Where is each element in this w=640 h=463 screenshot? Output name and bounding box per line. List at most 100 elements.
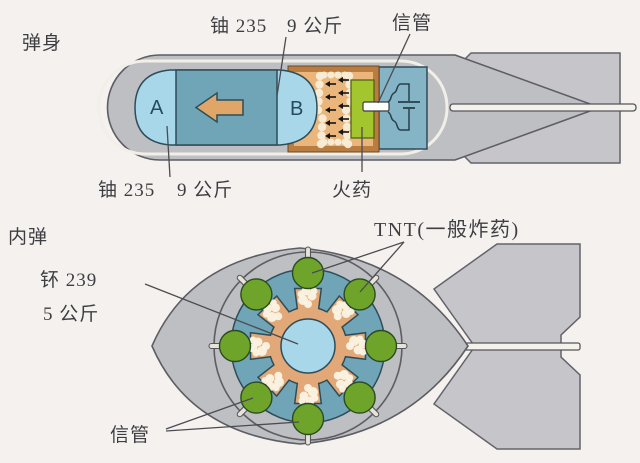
pointer-fuze-top [377,33,411,104]
texture-blob [333,312,342,321]
pointer-tnt-1 [311,241,405,274]
texture-blob [346,342,354,350]
piece-a-letter: A [150,97,164,119]
pointer-u235-bottom [166,125,171,178]
texture-blob [341,138,349,146]
texture-blob [315,80,324,89]
pressure-arrow [325,120,336,126]
pressure-arrow [325,94,336,100]
detonator-ball [291,256,325,290]
texture-blob [262,342,270,350]
circuit-coil-top [387,83,410,103]
circuit-coil-bottom [387,109,410,131]
texture-blob [336,300,344,308]
texture-blob [343,131,352,140]
label-pu239: 钚 239 [40,269,97,291]
texture-blob [334,71,342,79]
arm-texture [298,384,319,406]
pressure-arrow [338,116,349,122]
texture-blob [342,122,352,132]
texture-blob [318,114,327,123]
texture-blob [261,377,269,385]
arm-texture [346,335,368,356]
pressure-arrow [325,133,336,139]
texture-blob [341,105,351,115]
pointer-pu239-core [144,283,299,345]
piece-b-letter: B [290,98,303,120]
gun-fuze-circuit [387,83,420,131]
pointer-u235-top [276,36,287,97]
implosion-core [280,318,336,374]
arm-texture [331,300,355,321]
texture-blob [347,307,355,315]
gun-pressure-arrows [325,77,349,139]
detonator-ball [240,381,273,414]
texture-blob [272,384,280,392]
label-u235-top: 铀 235 [210,15,267,37]
pressure-arrow [338,90,349,96]
label-powder: 火药 [332,179,372,201]
detonator-ball [364,329,398,363]
texture-blob [304,384,312,392]
pressure-arrow [338,103,349,109]
implosion-detonators [208,246,408,446]
label-fuze-bottom: 信管 [110,424,150,446]
texture-blob [297,290,305,298]
detonator-ball [343,381,376,414]
implosion-type-diagram: 内弹 钚 239 5 公斤 TNT(一般炸药) 信管 [8,218,581,450]
label-mass-bottom: 9 公斤 [177,179,233,201]
texture-blob [327,138,335,146]
arm-texture [333,369,354,393]
gun-barrel-section [175,69,278,146]
texture-blob [252,349,260,357]
implosion-lens-texture [248,286,368,406]
gun-type-diagram: A B 弹身 铀 235 9 公斤 信管 铀 235 9 公斤 火药 [22,12,637,201]
detonator-ball [240,278,273,311]
detonator-ball [343,278,376,311]
label-tnt: TNT(一般炸药) [374,218,520,241]
label-mass-top: 9 公斤 [287,15,343,37]
texture-blob [249,336,257,344]
texture-blob [359,348,367,356]
texture-blob [269,299,277,307]
gun-detonator-plug [362,101,390,112]
pointer-fuze-bottom-1 [165,397,254,430]
texture-blob [356,335,364,343]
gun-inner-liner [97,59,449,156]
label-bomb-frame: 弹身 [22,32,62,54]
texture-blob [310,287,318,295]
pointer-tnt-2 [359,241,405,293]
texture-blob [311,394,319,402]
texture-blob [334,138,342,146]
texture-blob [317,122,327,132]
texture-blob [333,371,342,380]
label-pu-mass: 5 公斤 [43,303,99,325]
texture-blob [341,71,349,79]
texture-blob [317,131,326,140]
pressure-arrow [325,107,336,113]
pressure-arrow [338,129,349,135]
pointer-fuze-bottom-2 [165,421,300,432]
texture-blob [274,312,283,321]
texture-blob [346,374,354,382]
arm-texture [297,286,318,308]
label-u235-bottom: 铀 235 [98,179,155,201]
detonator-ball [218,329,252,363]
texture-blob [274,371,283,380]
pressure-arrow [325,81,336,87]
label-inner-bomb: 内弹 [8,226,48,248]
label-fuze-top: 信管 [392,12,432,34]
texture-blob [327,71,335,79]
gun-drive-arrow [194,91,244,124]
texture-blob [320,71,328,79]
texture-blob [262,310,270,318]
pressure-arrow [338,77,349,83]
texture-blob [298,397,306,405]
detonator-ball [291,402,325,436]
texture-blob [314,88,324,98]
gun-tail-rod [449,103,637,112]
texture-blob [320,138,328,146]
texture-blob [339,385,347,393]
